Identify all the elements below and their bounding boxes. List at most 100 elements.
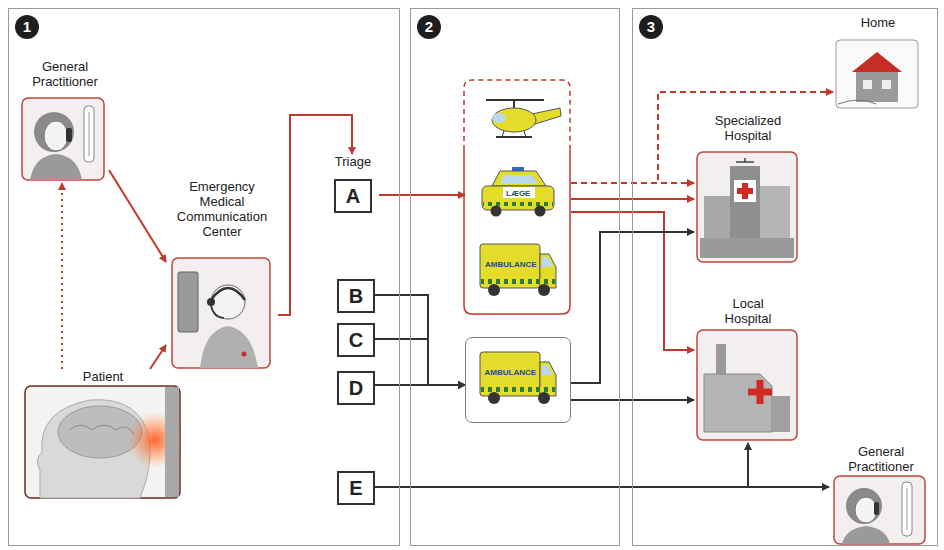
triage-box: B (337, 279, 375, 313)
patient-picture (25, 386, 183, 498)
helicopter-picture (486, 100, 561, 137)
doctor-car-picture (491, 206, 502, 217)
home-picture (856, 72, 898, 102)
triage-letter: E (349, 477, 362, 500)
emcc-picture (172, 258, 270, 368)
destination-box: Specialized Hospital (694, 113, 802, 265)
helicopter-picture (524, 131, 526, 137)
triage-box: D (337, 371, 375, 405)
role-box: General Practitioner (21, 59, 109, 183)
gp-picture (902, 482, 912, 536)
flow-arrow (375, 384, 465, 386)
flow-arrow (375, 443, 748, 487)
gp-picture (22, 98, 104, 180)
helicopter-picture (532, 108, 561, 125)
panel-number: 3 (639, 15, 663, 39)
physician-vehicles-group (464, 80, 570, 314)
gp-picture (907, 488, 908, 530)
gp-picture (834, 476, 925, 544)
local-hospital-picture (704, 374, 772, 432)
vehicle-group: AMBULANCE (465, 337, 571, 423)
triage-letter: C (349, 329, 363, 352)
physician-vehicles-group (464, 80, 570, 150)
ambulance-picture (480, 352, 556, 404)
box-heading: General Practitioner (831, 444, 931, 474)
helicopter-picture (502, 131, 504, 137)
specialized-hospital-picture (697, 152, 797, 262)
specialized-hospital-picture (700, 238, 794, 258)
panel-number: 1 (15, 15, 39, 39)
patient-picture (70, 425, 134, 434)
vehicle-marking: AMBULANCE (485, 368, 537, 378)
role-box: Emergency Medical Communication Center (166, 179, 278, 371)
panel-number: 2 (417, 15, 441, 39)
local-hospital-picture (697, 330, 797, 440)
doctor-car-picture (503, 187, 535, 198)
gp-picture (855, 497, 877, 523)
box-heading: Emergency Medical Communication Center (174, 179, 270, 239)
flow-arrow (375, 339, 465, 385)
helicopter-picture (492, 108, 536, 132)
triage-box: TriageA (327, 154, 379, 214)
doctor-car-picture (483, 202, 553, 206)
home-picture (836, 40, 918, 108)
specialized-hospital-picture (737, 183, 753, 199)
gp-picture (66, 128, 72, 142)
stage-panel: 3HomeSpecialized HospitalLocal HospitalG… (632, 8, 938, 546)
vehicle-group: LÆGE AMBULANCE (465, 81, 571, 315)
flow-arrow (150, 345, 166, 369)
home-picture (838, 100, 876, 104)
stage-panel: 2LÆGE AMBULANCE AMBULANCE (410, 8, 620, 546)
patient-picture (165, 387, 179, 497)
gp-picture (22, 98, 104, 180)
flow-arrow (109, 170, 166, 262)
flow-arrow (375, 295, 465, 385)
doctor-car-picture (482, 167, 554, 217)
doctor-car-picture (500, 175, 538, 184)
gp-picture (30, 154, 82, 180)
emcc-picture (211, 306, 224, 318)
destination-box: Home (833, 15, 923, 111)
home-picture (836, 40, 918, 108)
local-hospital-picture (716, 344, 726, 374)
ambulance-picture (538, 284, 550, 296)
box-heading: Home (834, 15, 922, 30)
doctor-car-picture (512, 167, 524, 171)
doctor-car-picture (482, 186, 554, 210)
vehicle-marking: LÆGE (506, 189, 530, 199)
vehicle-marking: AMBULANCE (485, 260, 537, 270)
physician-vehicles-group (464, 150, 570, 314)
gp-picture (874, 502, 879, 515)
flow-arrow (61, 183, 63, 369)
home-picture (852, 52, 902, 72)
specialized-hospital-picture (697, 152, 797, 262)
gp-picture (842, 526, 890, 544)
emcc-picture (211, 285, 245, 319)
local-hospital-picture (772, 396, 790, 432)
gp-picture (846, 488, 882, 524)
emcc-picture (211, 288, 245, 300)
box-heading: General Practitioner (21, 59, 109, 89)
box-heading: Patient (28, 369, 178, 384)
ambulance-picture (481, 279, 555, 284)
role-box: Patient (23, 369, 183, 501)
doctor-car-picture (492, 171, 546, 186)
gp-picture (44, 121, 68, 151)
gp-picture (84, 106, 94, 162)
helicopter-picture (496, 136, 532, 138)
emcc-picture (200, 326, 258, 368)
stage-panel: 1General PractitionerEmergency Medical C… (8, 8, 400, 546)
home-picture (882, 80, 891, 89)
destination-box: General Practitioner (829, 444, 933, 548)
ambulance-picture (480, 244, 556, 296)
local-hospital-picture (697, 330, 797, 440)
flow-arrow (379, 194, 465, 196)
ambulance-picture (488, 284, 500, 296)
local-hospital-picture (748, 380, 772, 404)
triage-box: C (337, 323, 375, 357)
specialized-hospital-picture (734, 180, 756, 202)
gp-picture (34, 112, 74, 152)
